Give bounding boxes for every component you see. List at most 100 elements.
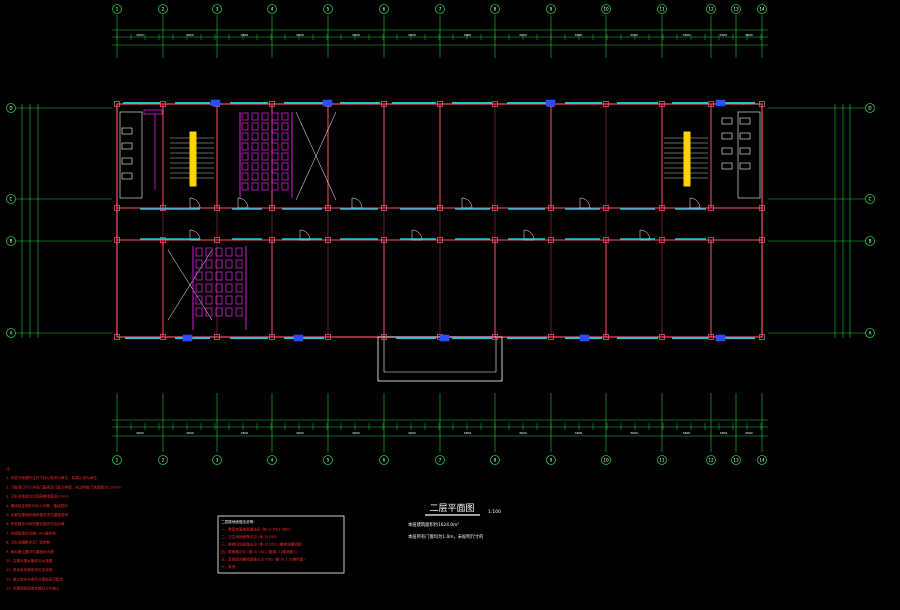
dim-text: 3600 bbox=[241, 33, 249, 37]
desk bbox=[235, 307, 243, 317]
note-line: 11. 其余未尽事宜详见总说明 bbox=[6, 567, 53, 572]
dim-text: 3600 bbox=[683, 431, 691, 435]
axis-bubble-top-label: 4 bbox=[271, 7, 274, 12]
desk bbox=[235, 295, 243, 305]
note-line: 12. 施工时应与各专业图纸密切配合 bbox=[6, 576, 64, 581]
door-swing bbox=[579, 197, 591, 209]
desk bbox=[251, 172, 259, 181]
desk bbox=[271, 122, 279, 131]
dim-text: 3600 bbox=[186, 33, 194, 37]
axis-bubble-right bbox=[865, 194, 875, 204]
axis-bubble-top bbox=[379, 4, 389, 14]
axis-bubble-top-label: 9 bbox=[550, 7, 553, 12]
desk bbox=[215, 247, 223, 257]
dim-text: 3600 bbox=[464, 33, 472, 37]
axis-bubble-top-label: 8 bbox=[494, 7, 497, 12]
dim-text: 3600 bbox=[136, 431, 144, 435]
dim-text: 3600 bbox=[186, 431, 194, 435]
axis-bubble-bottom-label: 7 bbox=[439, 458, 442, 463]
axis-bubble-bottom-label: 8 bbox=[494, 458, 497, 463]
column bbox=[603, 237, 609, 243]
desk bbox=[195, 259, 203, 269]
desk bbox=[261, 172, 269, 181]
column bbox=[492, 334, 498, 340]
stair-handrail bbox=[683, 131, 691, 187]
door-swing bbox=[237, 197, 249, 209]
desk bbox=[195, 307, 203, 317]
column bbox=[548, 237, 554, 243]
axis-bubble-top bbox=[212, 4, 222, 14]
dim-text: 3600 bbox=[408, 431, 416, 435]
desk bbox=[205, 259, 213, 269]
desk bbox=[241, 122, 249, 131]
stair-handrail bbox=[189, 131, 197, 187]
axis-bubble-top bbox=[757, 4, 767, 14]
axis-bubble-top bbox=[546, 4, 556, 14]
dimension-lines: 3600 3600 3600 3600 3600 3600 3600 3600 3600 3600… bbox=[14, 15, 868, 452]
column bbox=[381, 334, 387, 340]
axis-bubble-bottom bbox=[267, 455, 277, 465]
dim-text: 3600 bbox=[745, 33, 753, 37]
column bbox=[548, 205, 554, 211]
door-tag bbox=[715, 334, 726, 342]
dim-text: 3600 bbox=[745, 431, 753, 435]
desk bbox=[205, 307, 213, 317]
desk bbox=[261, 122, 269, 131]
axis-bubble-top bbox=[112, 4, 122, 14]
dim-text: 3600 bbox=[408, 33, 416, 37]
dim-text: 3600 bbox=[352, 431, 360, 435]
door-tag bbox=[293, 334, 304, 342]
drawing-title: 二层平面图 bbox=[429, 503, 474, 514]
column bbox=[603, 205, 609, 211]
desk bbox=[215, 283, 223, 293]
desk bbox=[215, 271, 223, 281]
axis-bubble-top-label: 7 bbox=[439, 7, 442, 12]
dim-text: 3600 bbox=[519, 431, 527, 435]
toilet-fixture bbox=[121, 157, 133, 165]
axis-bubble-bottom bbox=[731, 455, 741, 465]
column bbox=[603, 334, 609, 340]
axis-bubble-bottom-label: 2 bbox=[162, 458, 165, 463]
note-line: 13. 本图须经审查合格后方可施工 bbox=[6, 586, 60, 591]
door-swing bbox=[639, 229, 651, 241]
axis-bubble-bottom-label: 10 bbox=[603, 458, 609, 463]
axis-bubble-bottom-label: 6 bbox=[383, 458, 386, 463]
column bbox=[114, 237, 120, 243]
door-tag bbox=[545, 99, 556, 107]
axis-bubble-left bbox=[6, 328, 16, 338]
desk bbox=[271, 112, 279, 121]
note-line: 10. 空调冷凝水管详见水施图 bbox=[6, 558, 53, 563]
dim-text: 3600 bbox=[575, 33, 583, 37]
toilet-fixture bbox=[739, 117, 751, 125]
axis-bubble-bottom-label: 1 bbox=[116, 458, 119, 463]
axis-bubble-top bbox=[267, 4, 277, 14]
desk bbox=[195, 283, 203, 293]
desk bbox=[281, 182, 289, 191]
desk bbox=[235, 283, 243, 293]
note-line: 7. 内墙阳角处均做1.8m高护角 bbox=[6, 530, 56, 535]
axis-bubble-left bbox=[6, 103, 16, 113]
axis-bubble-top bbox=[490, 4, 500, 14]
legend-line: 二层楼地面做法说明： bbox=[221, 519, 257, 524]
desk bbox=[271, 162, 279, 171]
title-note-2: 本层所有门窗均为1.0m，未标明尺寸的 bbox=[408, 533, 483, 540]
desk bbox=[205, 247, 213, 257]
column bbox=[492, 101, 498, 107]
dim-text: 3600 bbox=[683, 33, 691, 37]
column bbox=[759, 237, 765, 243]
column bbox=[437, 237, 443, 243]
axis-bubble-bottom bbox=[490, 455, 500, 465]
desk bbox=[225, 307, 233, 317]
note-line: 5. 走廊及楼梯间墙体做法详见建施说明 bbox=[6, 512, 68, 517]
door-tag bbox=[439, 334, 450, 342]
desk bbox=[195, 247, 203, 257]
axis-bubble-top bbox=[731, 4, 741, 14]
desk bbox=[281, 122, 289, 131]
axis-bubble-bottom-label: 9 bbox=[550, 458, 553, 463]
column bbox=[708, 334, 714, 340]
column bbox=[269, 205, 275, 211]
column bbox=[269, 334, 275, 340]
axis-bubble-bottom bbox=[212, 455, 222, 465]
